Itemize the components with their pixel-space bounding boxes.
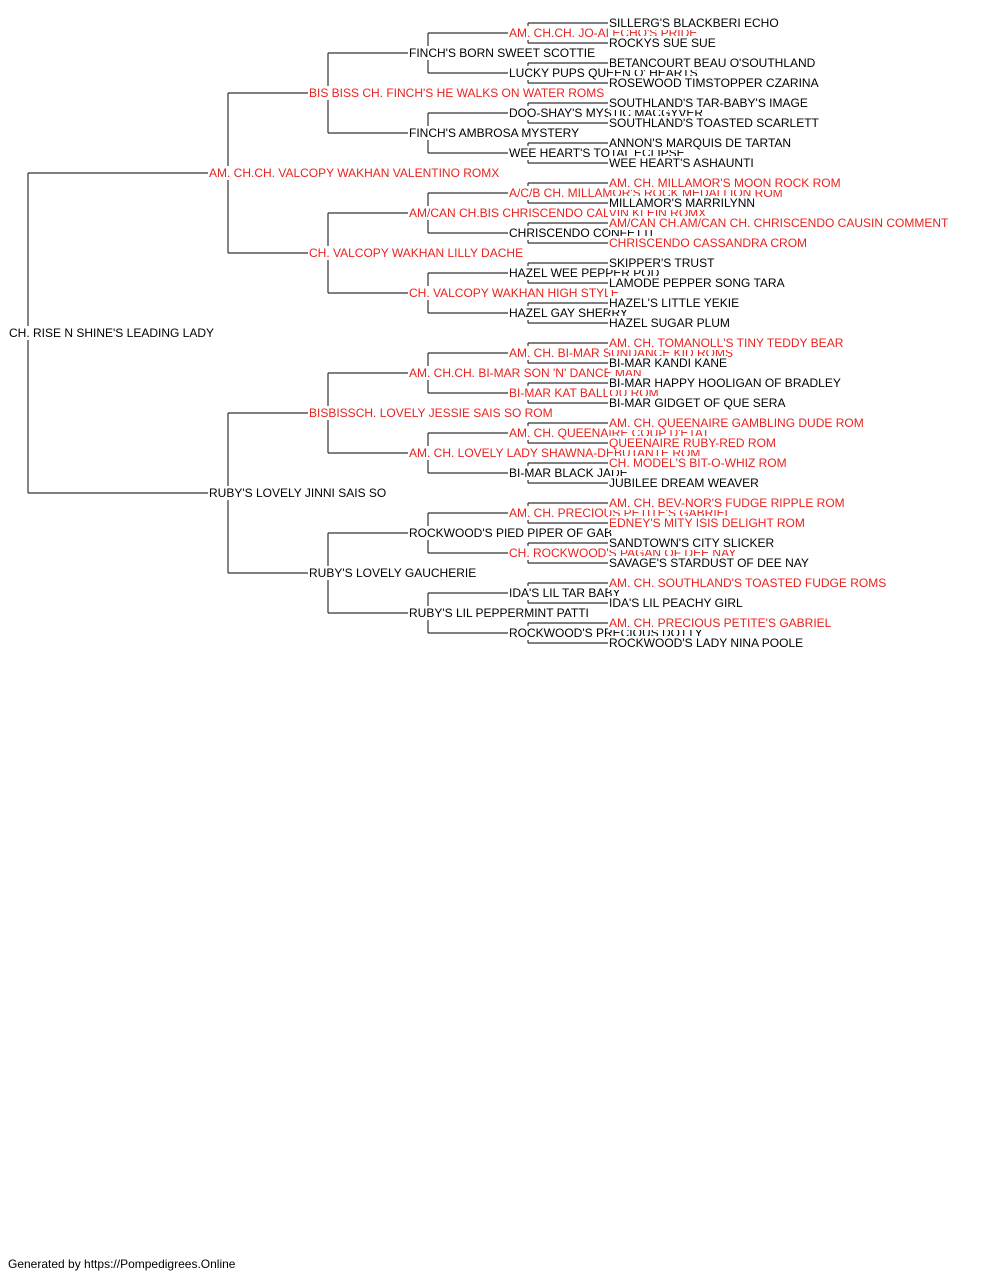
pedigree-name-gen4: HAZEL GAY SHERRY xyxy=(508,306,629,320)
pedigree-name-gen5: SOUTHLAND'S TOASTED SCARLETT xyxy=(608,116,820,130)
pedigree-name-gen3: FINCH'S BORN SWEET SCOTTIE xyxy=(408,46,597,60)
pedigree-name-gen5: BETANCOURT BEAU O'SOUTHLAND xyxy=(608,56,817,70)
pedigree-name-gen5: AM. CH. SOUTHLAND'S TOASTED FUDGE ROMS xyxy=(608,576,888,590)
pedigree-name-gen5: AM. CH. TOMANOLL'S TINY TEDDY BEAR xyxy=(608,336,845,350)
pedigree-name-gen5: BI-MAR HAPPY HOOLIGAN OF BRADLEY xyxy=(608,376,842,390)
pedigree-name-gen3: RUBY'S LIL PEPPERMINT PATTI xyxy=(408,606,590,620)
generated-by-footer: Generated by https://Pompedigrees.Online xyxy=(8,1257,236,1271)
pedigree-name-gen5: SANDTOWN'S CITY SLICKER xyxy=(608,536,776,550)
pedigree-name-gen5: ANNON'S MARQUIS DE TARTAN xyxy=(608,136,793,150)
pedigree-name-gen2: RUBY'S LOVELY GAUCHERIE xyxy=(308,566,478,580)
pedigree-name-gen3: AM. CH.CH. BI-MAR SON 'N' DANCE MAN xyxy=(408,366,643,380)
pedigree-name-gen2: BIS BISS CH. FINCH'S HE WALKS ON WATER R… xyxy=(308,86,606,100)
pedigree-name-gen5: HAZEL SUGAR PLUM xyxy=(608,316,731,330)
pedigree-name-gen5: AM. CH. QUEENAIRE GAMBLING DUDE ROM xyxy=(608,416,865,430)
pedigree-name-gen1: RUBY'S LOVELY JINNI SAIS SO xyxy=(208,486,388,500)
pedigree-name-gen5: HAZEL'S LITTLE YEKIE xyxy=(608,296,741,310)
pedigree-name-gen5: BI-MAR KANDI KANE xyxy=(608,356,729,370)
pedigree-name-gen5: AM/CAN CH.AM/CAN CH. CHRISCENDO CAUSIN C… xyxy=(608,216,950,230)
pedigree-name-gen2: BISBISSCH. LOVELY JESSIE SAIS SO ROM xyxy=(308,406,554,420)
pedigree-name-gen3: ROCKWOOD'S PIED PIPER OF GAB xyxy=(408,526,613,540)
pedigree-name-gen4: BI-MAR BLACK JADE xyxy=(508,466,629,480)
pedigree-name-gen5: AM. CH. BEV-NOR'S FUDGE RIPPLE ROM xyxy=(608,496,846,510)
pedigree-name-gen5: IDA'S LIL PEACHY GIRL xyxy=(608,596,744,610)
pedigree-name-gen0: CH. RISE N SHINE'S LEADING LADY xyxy=(8,326,216,340)
pedigree-name-gen5: CH. MODEL'S BIT-O-WHIZ ROM xyxy=(608,456,788,470)
pedigree-name-gen5: EDNEY'S MITY ISIS DELIGHT ROM xyxy=(608,516,806,530)
pedigree-name-gen3: FINCH'S AMBROSA MYSTERY xyxy=(408,126,581,140)
pedigree-name-gen3: CH. VALCOPY WAKHAN HIGH STYLE xyxy=(408,286,620,300)
pedigree-name-gen5: ROCKYS SUE SUE xyxy=(608,36,717,50)
pedigree-name-gen5: SKIPPER'S TRUST xyxy=(608,256,716,270)
pedigree-name-gen5: CHRISCENDO CASSANDRA CROM xyxy=(608,236,809,250)
pedigree-name-gen5: ROCKWOOD'S LADY NINA POOLE xyxy=(608,636,805,650)
pedigree-name-gen5: LAMODE PEPPER SONG TARA xyxy=(608,276,786,290)
pedigree-name-gen5: QUEENAIRE RUBY-RED ROM xyxy=(608,436,777,450)
pedigree-name-gen5: ROSEWOOD TIMSTOPPER CZARINA xyxy=(608,76,820,90)
pedigree-name-gen2: CH. VALCOPY WAKHAN LILLY DACHE xyxy=(308,246,525,260)
pedigree-name-gen5: SAVAGE'S STARDUST OF DEE NAY xyxy=(608,556,810,570)
pedigree-name-gen5: AM. CH. MILLAMOR'S MOON ROCK ROM xyxy=(608,176,842,190)
pedigree-name-gen5: MILLAMOR'S MARRILYNN xyxy=(608,196,757,210)
pedigree-name-gen5: SILLERG'S BLACKBERI ECHO xyxy=(608,16,780,30)
pedigree-name-gen5: BI-MAR GIDGET OF QUE SERA xyxy=(608,396,787,410)
pedigree-name-gen5: AM. CH. PRECIOUS PETITE'S GABRIEL xyxy=(608,616,833,630)
pedigree-name-gen5: WEE HEART'S ASHAUNTI xyxy=(608,156,755,170)
pedigree-name-gen4: IDA'S LIL TAR BABY xyxy=(508,586,622,600)
pedigree-name-gen1: AM. CH.CH. VALCOPY WAKHAN VALENTINO ROMX xyxy=(208,166,501,180)
pedigree-name-gen5: JUBILEE DREAM WEAVER xyxy=(608,476,760,490)
pedigree-name-gen5: SOUTHLAND'S TAR-BABY'S IMAGE xyxy=(608,96,809,110)
